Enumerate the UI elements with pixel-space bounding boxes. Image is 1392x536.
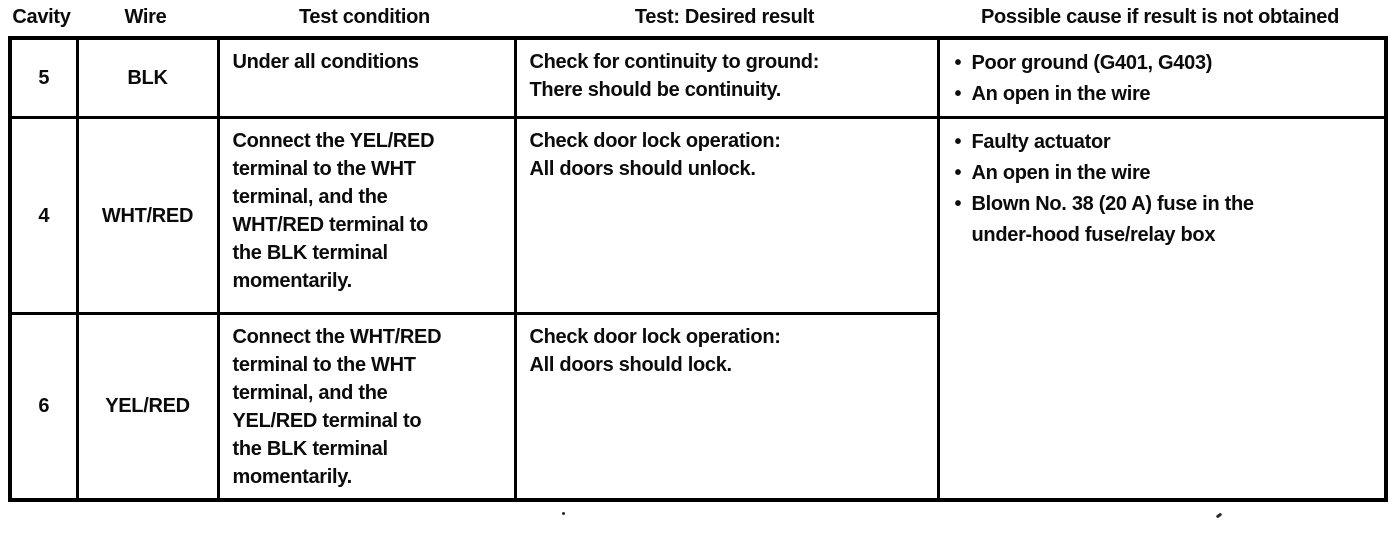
cause-item: Poor ground (G401, G403) [953,48,1375,79]
cavity-cell: 6 [8,312,79,501]
column-header-possible-cause: Possible cause if result is not obtained [980,5,1340,28]
test-condition-cell: Under all conditions [216,36,517,119]
table-row-cavity-4: 4 WHT/RED Connect the YEL/RED terminal t… [8,116,1388,501]
desired-result-cell: Check door lock operation: All doors sho… [513,312,940,501]
possible-cause-cell: Poor ground (G401, G403) An open in the … [936,36,1388,119]
cause-list: Faulty actuator An open in the wire Blow… [953,127,1375,251]
test-condition-cell: Connect the YEL/RED terminal to the WHT … [216,116,517,315]
scan-artifact [562,512,565,515]
cavity-cell: 4 [8,116,79,315]
column-header-cavity: Cavity [12,5,71,28]
test-condition-cell: Connect the WHT/RED terminal to the WHT … [216,312,517,501]
cavity-cell: 5 [8,36,79,119]
cause-list: Poor ground (G401, G403) An open in the … [953,48,1375,110]
cause-item: Blown No. 38 (20 A) fuse in the under-ho… [953,189,1375,251]
wire-cell: WHT/RED [75,116,220,315]
cause-item: An open in the wire [953,158,1375,189]
desired-result-cell: Check door lock operation: All doors sho… [513,116,940,315]
desired-result-cell: Check for continuity to ground: There sh… [513,36,940,119]
wire-cell: YEL/RED [75,312,220,501]
table-row-cavity-6: 6 YEL/RED Connect the WHT/RED terminal t… [8,312,1386,501]
terminal-test-table: 5 BLK Under all conditions Check for con… [8,36,1388,502]
possible-cause-cell: Faulty actuator An open in the wire Blow… [936,116,1388,501]
column-header-test-condition: Test condition [299,5,430,28]
wire-cell: BLK [75,36,220,119]
table-row-cavity-5: 5 BLK Under all conditions Check for con… [8,36,1388,119]
table-column-headers: Cavity Wire Test condition Test: Desired… [8,2,1384,32]
cause-item: An open in the wire [953,79,1375,110]
scan-artifact [1215,512,1223,519]
column-header-desired-result: Test: Desired result [634,5,815,28]
cause-item: Faulty actuator [953,127,1375,158]
column-header-wire: Wire [124,5,167,28]
